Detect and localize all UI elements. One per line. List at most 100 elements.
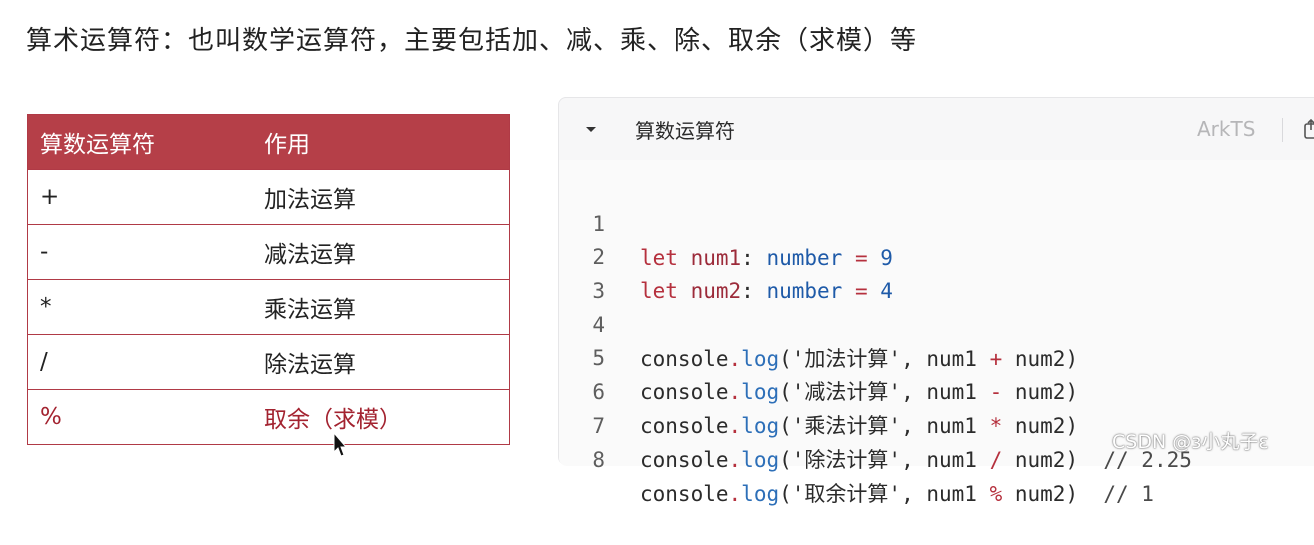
line-number: 4 (592, 313, 605, 337)
comment: // 1 (1078, 482, 1154, 506)
function-name: log (741, 380, 780, 404)
mouse-pointer-icon (333, 432, 347, 457)
line-number: 2 (592, 245, 605, 269)
line-number: 5 (592, 346, 605, 370)
keyword: let (640, 279, 691, 303)
copy-icon[interactable] (1301, 118, 1314, 142)
purpose-cell: 加法运算 (264, 187, 356, 213)
object-name: console (640, 347, 729, 371)
table-row: % 取余（求模） (28, 389, 509, 444)
page-heading: 算术运算符：也叫数学运算符，主要包括加、减、乘、除、取余（求模）等 (26, 26, 918, 56)
argument: , num1 (901, 482, 990, 506)
purpose-cell: 除法运算 (264, 352, 356, 378)
code-text: console.log('减法计算', num1 - num2) (640, 375, 1078, 409)
function-name: log (741, 414, 780, 438)
code-text: console.log('乘法计算', num1 * num2) (640, 409, 1078, 443)
dot: . (728, 482, 742, 506)
argument: , num1 (901, 347, 990, 371)
argument: num2) (1002, 482, 1079, 506)
code-text: let num2: number = 4 (640, 274, 893, 308)
dot: . (728, 448, 742, 472)
purpose-cell: 减法运算 (264, 242, 356, 268)
code-line: 4 console.log('加法计算', num1 + num2) (559, 274, 1314, 371)
code-line: 2 let num2: number = 4 (559, 206, 1314, 303)
operator-cell: / (40, 349, 48, 375)
paren: ( (779, 347, 792, 371)
number-literal: 4 (880, 279, 893, 303)
argument: , num1 (901, 414, 990, 438)
operator-cell: % (40, 404, 62, 430)
watermark: CSDN @з小丸子ε (1112, 431, 1269, 453)
string-literal: '乘法计算' (791, 414, 902, 438)
code-block-title: 算数运算符 (635, 118, 735, 143)
operator-table: 算数运算符 作用 + 加法运算 - 减法运算 * 乘法运算 / 除法运算 % 取… (27, 114, 510, 445)
header-divider (1282, 118, 1283, 142)
variable: num1 (690, 246, 742, 270)
dot: . (728, 414, 742, 438)
operator: - (989, 380, 1003, 404)
table-row: * 乘法运算 (28, 279, 509, 334)
argument: num2) (1002, 414, 1079, 438)
header-purpose: 作用 (264, 132, 310, 158)
object-name: console (640, 448, 729, 472)
code-text: console.log('取余计算', num1 % num2) // 1 (640, 477, 1154, 511)
argument: num2) (1002, 448, 1079, 472)
paren: ( (779, 448, 792, 472)
table-row: + 加法运算 (28, 169, 509, 224)
line-number: 3 (592, 279, 605, 303)
table-row: - 减法运算 (28, 224, 509, 279)
collapse-toggle-icon[interactable] (581, 119, 601, 139)
code-line: 1 let num1: number = 9 (559, 173, 1314, 270)
string-literal: '取余计算' (791, 482, 902, 506)
argument: , num1 (901, 448, 990, 472)
punct: : (741, 279, 767, 303)
object-name: console (640, 414, 729, 438)
argument: num2) (1002, 380, 1079, 404)
line-number: 8 (592, 448, 605, 472)
variable: num2 (690, 279, 742, 303)
code-line: 3 (559, 240, 1314, 303)
header-operator: 算数运算符 (40, 132, 155, 158)
object-name: console (640, 380, 729, 404)
language-label: ArkTS (1197, 117, 1256, 141)
operator: + (989, 347, 1003, 371)
code-text: console.log('除法计算', num1 / num2) // 2.25 (640, 443, 1192, 477)
paren: ( (779, 380, 792, 404)
operator: % (989, 482, 1003, 506)
function-name: log (741, 448, 780, 472)
string-literal: '除法计算' (791, 448, 902, 472)
number-literal: 9 (880, 246, 893, 270)
argument: num2) (1002, 347, 1079, 371)
table-row: / 除法运算 (28, 334, 509, 389)
code-block-header: 算数运算符 ArkTS (559, 98, 1314, 160)
table-header: 算数运算符 作用 (28, 115, 509, 169)
object-name: console (640, 482, 729, 506)
function-name: log (741, 482, 780, 506)
code-line: 6 console.log('乘法计算', num1 * num2) (559, 341, 1314, 438)
dot: . (728, 347, 742, 371)
argument: , num1 (901, 380, 990, 404)
operator: * (989, 414, 1003, 438)
punct: : (741, 246, 767, 270)
string-literal: '减法计算' (791, 380, 902, 404)
code-block: 算数运算符 ArkTS 1 let num1: number = 9 2 let… (558, 97, 1314, 506)
operator-cell: - (40, 239, 49, 265)
function-name: log (741, 347, 780, 371)
paren: ( (779, 414, 792, 438)
code-text: console.log('加法计算', num1 + num2) (640, 342, 1078, 376)
line-number: 7 (592, 414, 605, 438)
code-body: 1 let num1: number = 9 2 let num2: numbe… (559, 160, 1314, 506)
assign-op: = (842, 279, 881, 303)
paren: ( (779, 482, 792, 506)
assign-op: = (842, 246, 881, 270)
purpose-cell: 乘法运算 (264, 297, 356, 323)
operator-cell: * (40, 294, 52, 320)
type-name: number (766, 279, 843, 303)
code-line: 7 console.log('除法计算', num1 / num2) // 2.… (559, 375, 1314, 472)
string-literal: '加法计算' (791, 347, 902, 371)
operator-cell: + (40, 184, 60, 210)
line-number: 1 (592, 212, 605, 236)
code-line: 5 console.log('减法计算', num1 - num2) (559, 307, 1314, 404)
type-name: number (766, 246, 843, 270)
purpose-cell: 取余（求模） (264, 407, 402, 433)
